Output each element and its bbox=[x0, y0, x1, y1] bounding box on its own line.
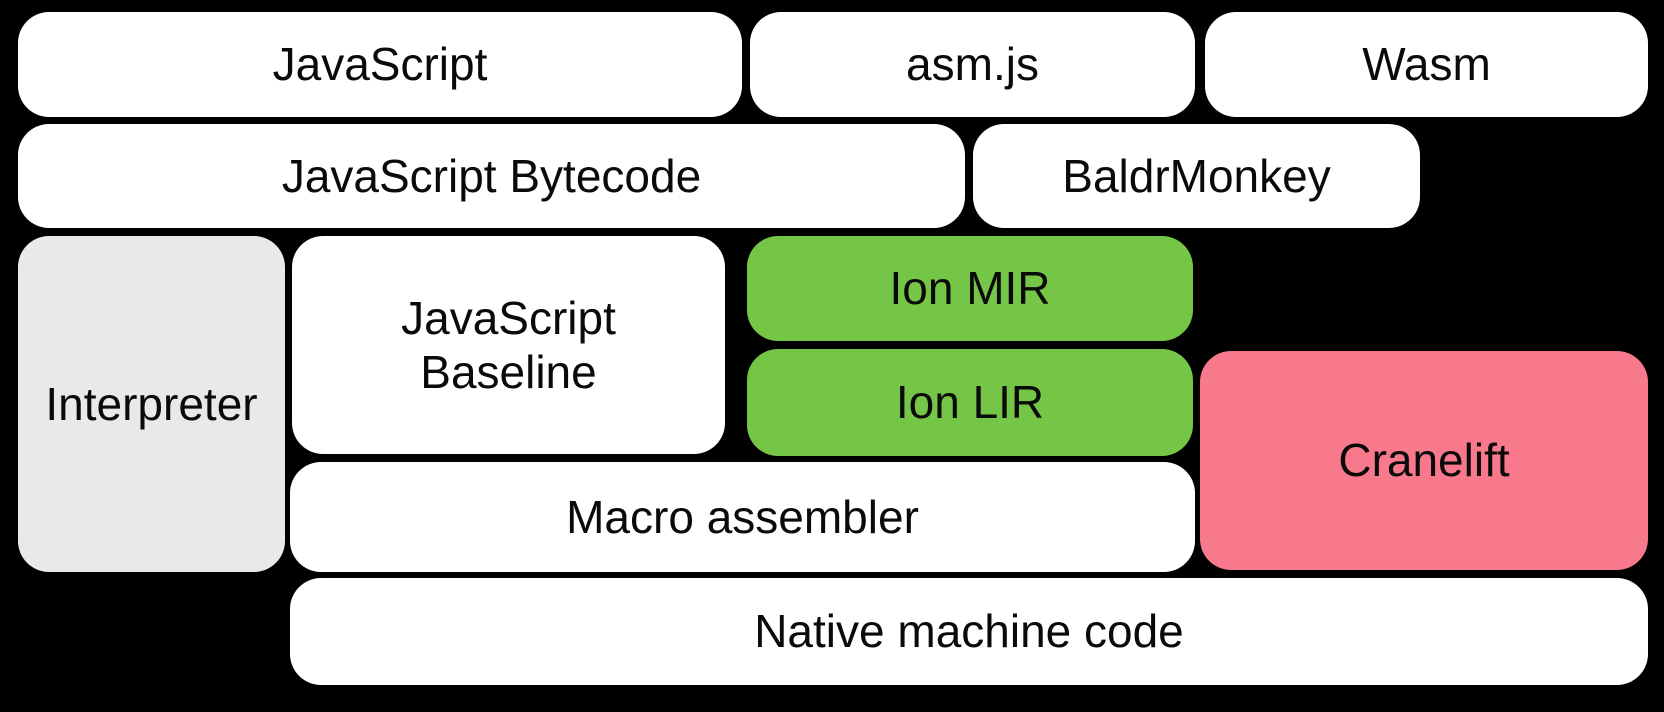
diagram-box-cranelift: Cranelift bbox=[1200, 351, 1648, 570]
diagram-box-javascript: JavaScript bbox=[18, 12, 742, 117]
diagram-box-ion-lir: Ion LIR bbox=[747, 349, 1193, 456]
diagram-box-ion-mir: Ion MIR bbox=[747, 236, 1193, 341]
diagram-box-javascript-bytecode: JavaScript Bytecode bbox=[18, 124, 965, 228]
diagram-box-wasm: Wasm bbox=[1205, 12, 1648, 117]
diagram-box-asm-js: asm.js bbox=[750, 12, 1195, 117]
diagram-box-javascript-baseline: JavaScript Baseline bbox=[292, 236, 725, 454]
diagram-box-baldrmonkey: BaldrMonkey bbox=[973, 124, 1420, 228]
diagram-box-interpreter: Interpreter bbox=[18, 236, 285, 572]
diagram-box-native-machine-code: Native machine code bbox=[290, 578, 1648, 685]
diagram-box-macro-assembler: Macro assembler bbox=[290, 462, 1195, 572]
